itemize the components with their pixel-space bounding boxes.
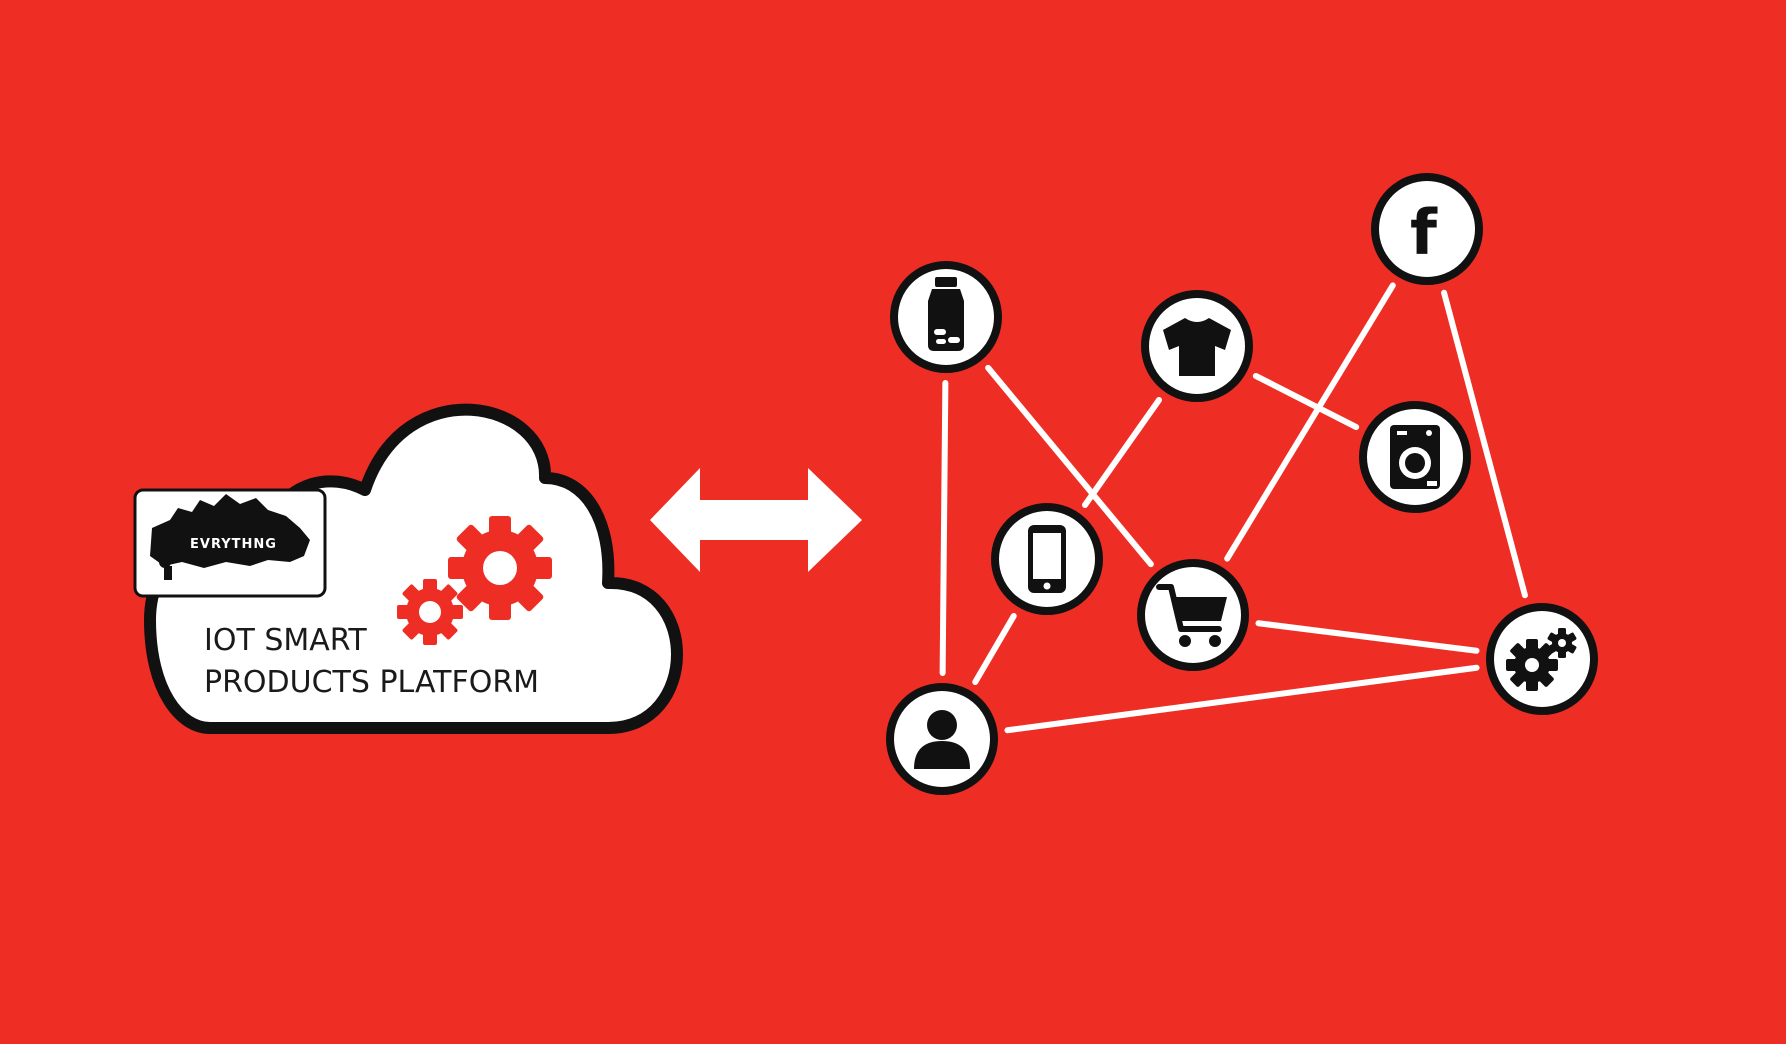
edge-phone-user <box>972 613 1017 685</box>
network-nodes: f <box>886 173 1598 795</box>
node-shopping-cart <box>1137 559 1249 671</box>
medicine-bottle-icon <box>928 277 964 351</box>
shopping-cart-icon <box>1156 584 1227 647</box>
platform-cloud: IOT SMART PRODUCTS PLATFORM EVRYTHNG <box>133 403 683 734</box>
small-gear-icon <box>397 579 463 645</box>
tshirt-icon <box>1163 318 1231 376</box>
node-gears <box>1486 603 1598 715</box>
large-gear-icon <box>448 516 552 620</box>
user-icon <box>914 710 970 769</box>
node-medicine-bottle <box>890 261 1002 373</box>
washing-machine-icon <box>1390 425 1440 489</box>
edge-facebook-cart <box>1224 282 1396 562</box>
edge-bottle-cart <box>985 364 1154 568</box>
node-smartphone <box>991 503 1103 615</box>
node-facebook: f <box>1371 173 1483 285</box>
node-washing-machine <box>1359 401 1471 513</box>
platform-title-line1: IOT SMART <box>204 623 367 658</box>
smartphone-icon <box>1028 525 1066 593</box>
edge-bottle-user <box>939 379 949 677</box>
node-tshirt <box>1141 290 1253 402</box>
node-user <box>886 683 998 795</box>
brand-name: EVRYTHNG <box>190 537 277 552</box>
platform-title-line2: PRODUCTS PLATFORM <box>204 665 539 700</box>
evrythng-logo: EVRYTHNG <box>133 488 327 598</box>
facebook-icon: f <box>1410 196 1438 269</box>
edge-cart-gears <box>1255 620 1480 654</box>
edge-user-gears <box>1004 664 1480 734</box>
edge-facebook-gears <box>1441 289 1528 599</box>
gears-icon <box>1506 628 1577 691</box>
bidirectional-arrow-icon <box>650 468 862 572</box>
edge-tshirt-washer <box>1252 372 1360 431</box>
network-edges <box>939 282 1528 734</box>
cloud-shape <box>144 403 683 734</box>
edge-tshirt-phone <box>1082 396 1162 509</box>
